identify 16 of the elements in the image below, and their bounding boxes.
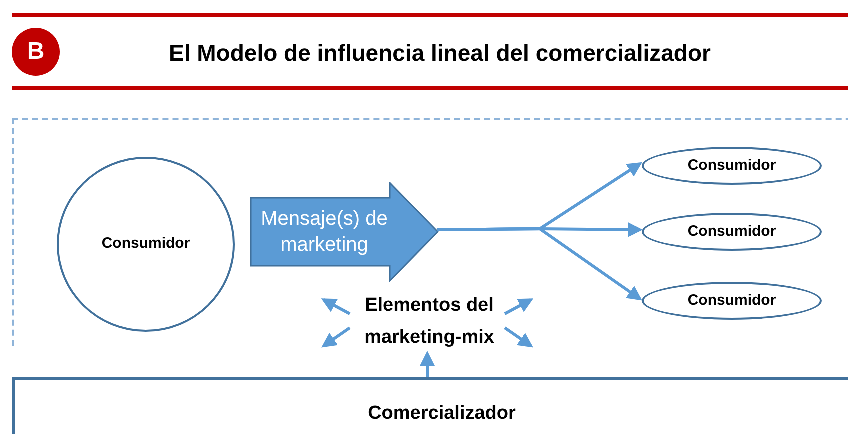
- arrow: [420, 351, 435, 377]
- consumer-ellipse: Consumidor: [642, 147, 822, 185]
- arrow: [504, 326, 534, 348]
- mix-label: Elementos del marketing-mix: [352, 288, 507, 356]
- message-arrow: Mensaje(s) de marketing: [250, 182, 439, 282]
- consumer-ellipse: Consumidor: [642, 213, 822, 251]
- section-badge: B: [12, 28, 60, 76]
- arrow: [322, 326, 351, 348]
- arrow: [504, 298, 534, 316]
- arrow: [321, 298, 351, 316]
- consumer-ellipse: Consumidor: [642, 282, 822, 320]
- dashed-panel: [12, 118, 848, 346]
- consumer-ellipse: Consumidor: [57, 157, 235, 332]
- marketer-box: Comercializador: [12, 377, 848, 434]
- title: El Modelo de influencia lineal del comercializador: [168, 39, 712, 68]
- arrow: [436, 228, 642, 301]
